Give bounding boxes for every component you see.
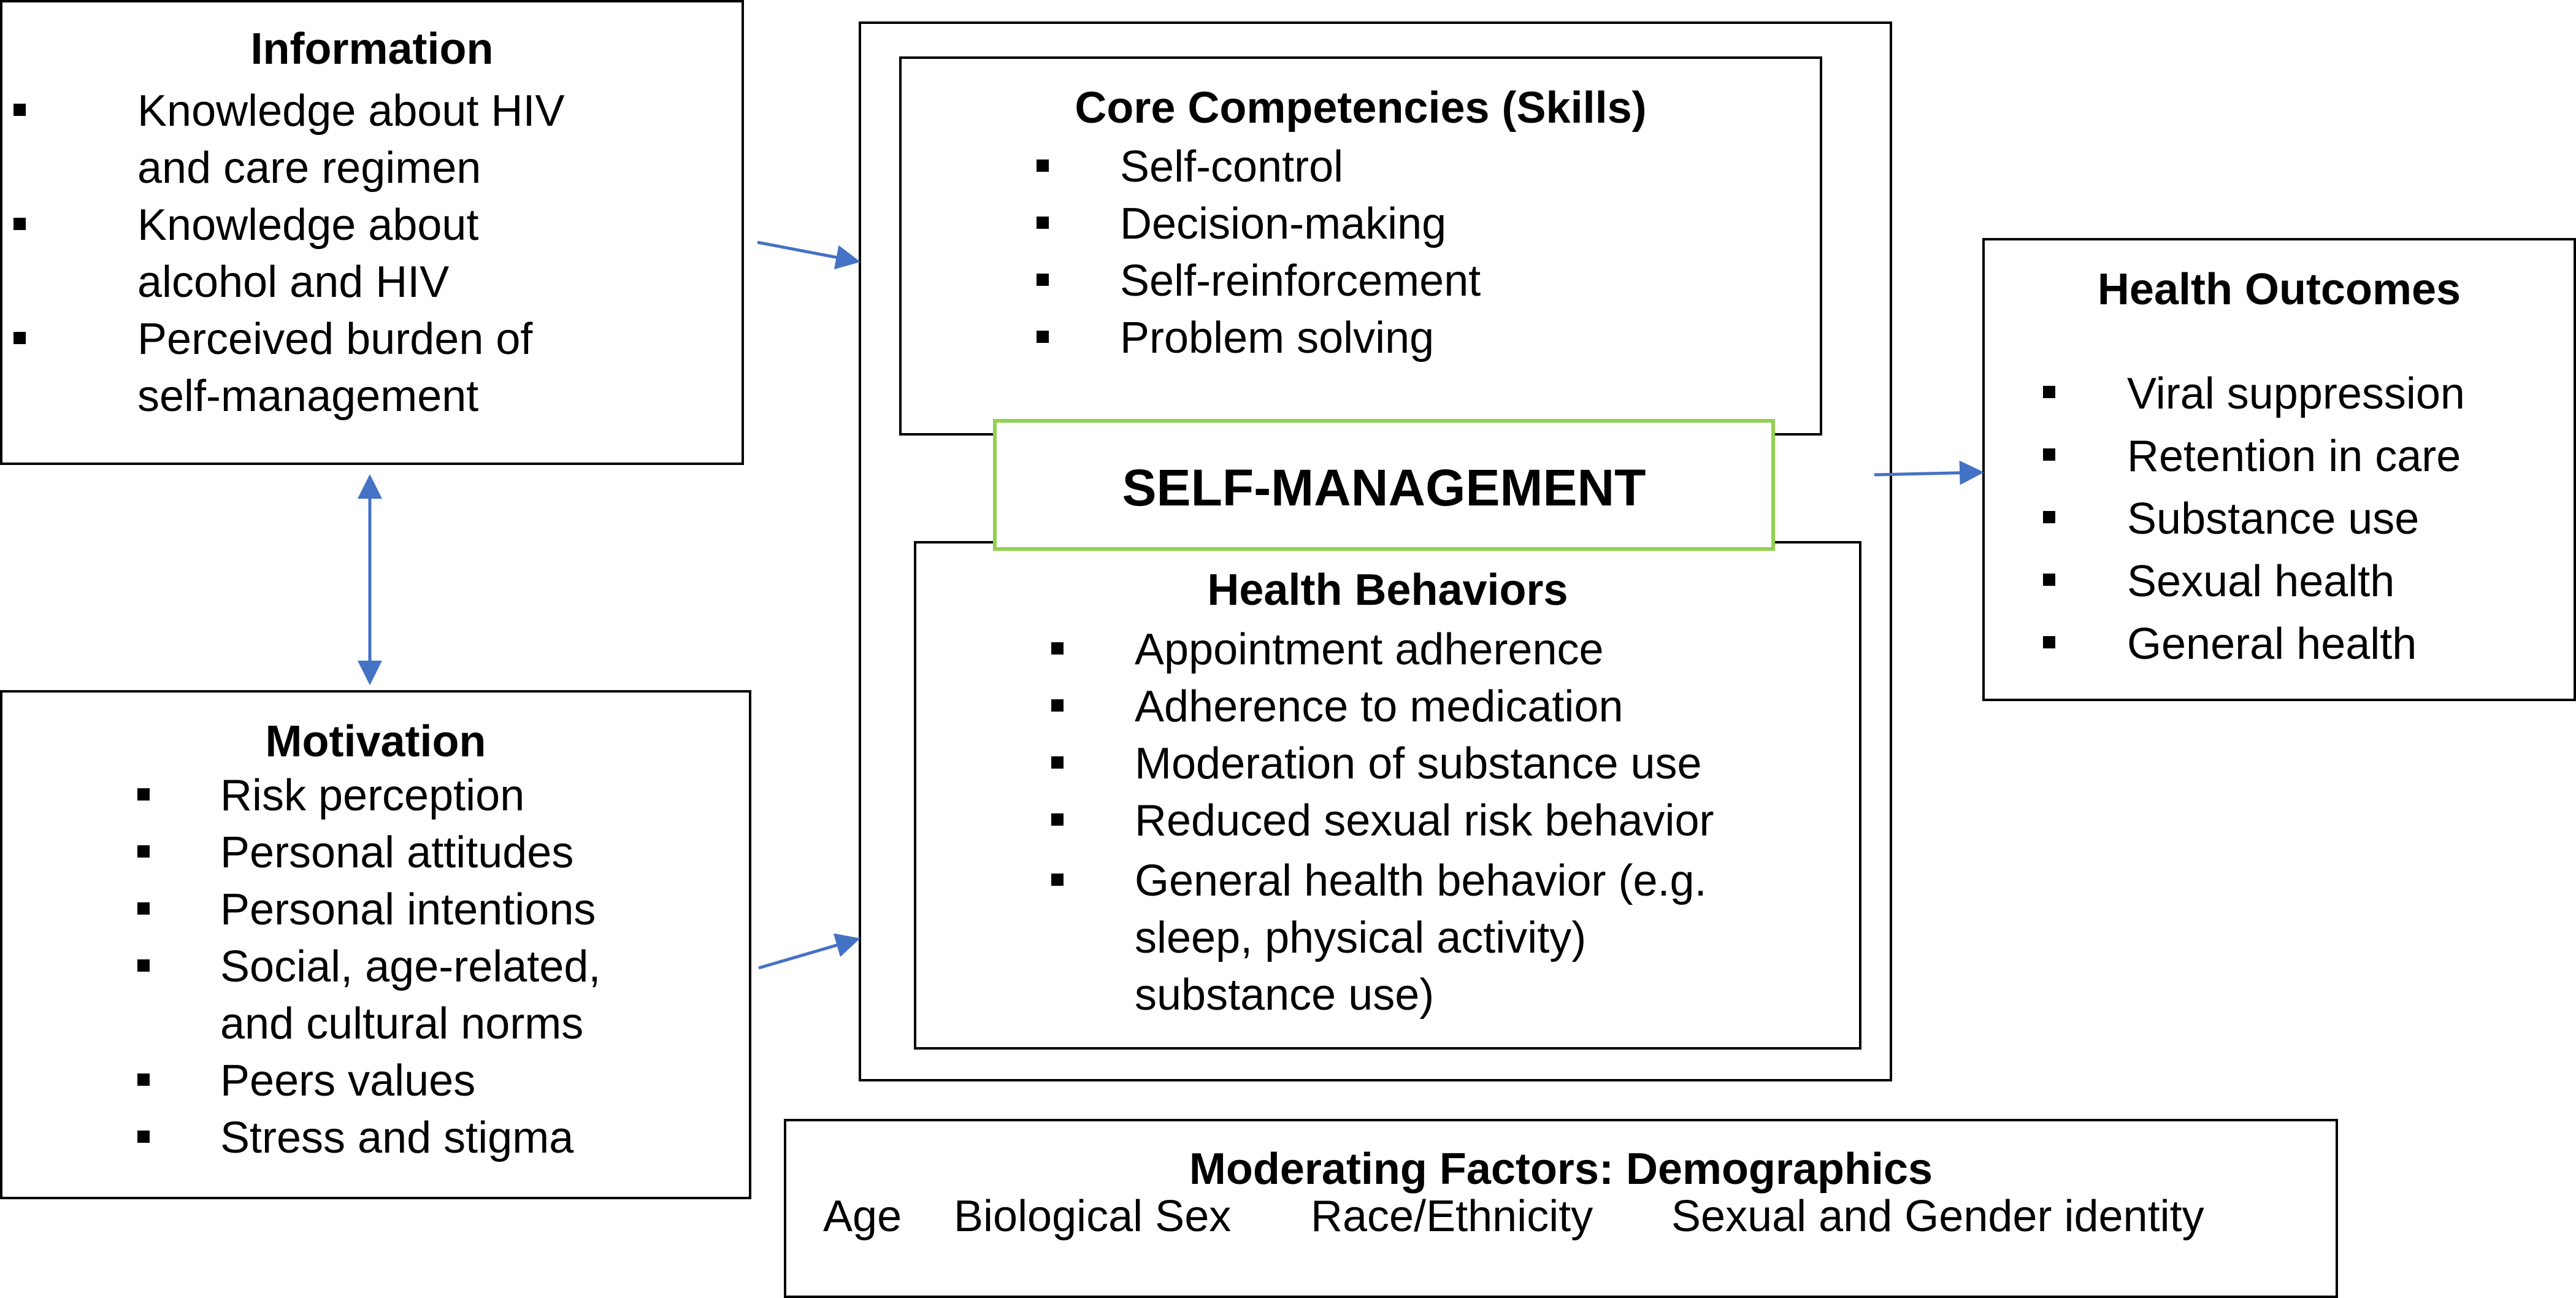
list-item-text: Self-reinforcement xyxy=(1120,256,1481,305)
bullet-icon xyxy=(137,959,150,972)
list-item-text: Problem solving xyxy=(1120,313,1435,363)
list-item-text: Perceived burden of xyxy=(137,315,533,364)
list-item: Perceived burden of self-management xyxy=(13,311,533,425)
self-management-label: SELF-MANAGEMENT xyxy=(1122,459,1646,517)
list-item-text: Social, age-related, xyxy=(220,942,601,991)
bullet-icon xyxy=(137,788,150,801)
list-item-text: Peers values xyxy=(220,1056,476,1105)
list-item: Self-reinforcement xyxy=(1037,253,1481,310)
list-item: General health behavior (e.g. sleep, phy… xyxy=(1051,853,1707,1024)
demographic-item: Sexual and Gender identity xyxy=(1671,1192,2204,1241)
bullet-icon xyxy=(2043,636,2055,648)
list-item: Risk perception xyxy=(137,767,525,824)
health-outcomes-box: Health Outcomes Viral suppression Retent… xyxy=(1982,238,2576,701)
list-item-text: Sexual health xyxy=(2127,557,2395,606)
self-management-box: SELF-MANAGEMENT xyxy=(993,419,1775,551)
bullet-icon xyxy=(1051,813,1064,826)
list-item-text: Knowledge about HIV xyxy=(137,86,565,136)
bullet-icon xyxy=(1037,331,1049,343)
list-item-text: and care regimen xyxy=(137,144,481,193)
list-item-text: Personal attitudes xyxy=(220,828,574,877)
motivation-box: Motivation Risk perception Personal atti… xyxy=(0,690,751,1199)
list-item: Sexual health xyxy=(2043,550,2395,613)
list-item-text: Adherence to medication xyxy=(1135,682,1623,731)
bullet-icon xyxy=(13,104,26,116)
list-item: Substance use xyxy=(2043,488,2420,550)
list-item-text: Substance use xyxy=(2127,494,2420,543)
list-item-text: Personal intentions xyxy=(220,885,596,934)
motivation-to-self-management-arrow xyxy=(758,933,861,970)
health-behaviors-title: Health Behaviors xyxy=(1207,566,1568,615)
list-item: Adherence to medication xyxy=(1051,678,1623,735)
moderating-factors-box: Moderating Factors: Demographics Age Bio… xyxy=(784,1119,2338,1298)
moderating-factors-title: Moderating Factors: Demographics xyxy=(1189,1145,1933,1194)
bullet-icon xyxy=(137,902,150,915)
list-item-text: Appointment adherence xyxy=(1135,625,1604,674)
list-item: Stress and stigma xyxy=(137,1110,574,1167)
health-behaviors-box: Health Behaviors Appointment adherence A… xyxy=(914,541,1861,1050)
list-item: Self-control xyxy=(1037,139,1344,196)
list-item-text: Retention in care xyxy=(2127,432,2461,481)
bullet-icon xyxy=(2043,448,2055,461)
bullet-icon xyxy=(137,1131,150,1143)
core-competencies-title: Core Competencies (Skills) xyxy=(1075,83,1647,132)
list-item-text: and cultural norms xyxy=(220,999,584,1048)
list-item-text: substance use) xyxy=(1135,970,1435,1020)
list-item: Appointment adherence xyxy=(1051,621,1604,678)
bullet-icon xyxy=(1051,699,1064,712)
bullet-icon xyxy=(1037,159,1049,172)
bullet-icon xyxy=(1051,756,1064,769)
demographic-item: Race/Ethnicity xyxy=(1311,1192,1593,1241)
bullet-icon xyxy=(137,1073,150,1086)
list-item-text: Moderation of substance use xyxy=(1135,739,1702,788)
list-item-text: Viral suppression xyxy=(2127,369,2465,418)
bullet-icon xyxy=(2043,386,2055,398)
bullet-icon xyxy=(2043,511,2055,523)
list-item: Peers values xyxy=(137,1053,476,1110)
list-item-text: Decision-making xyxy=(1120,199,1447,248)
list-item-text: alcohol and HIV xyxy=(137,258,450,307)
list-item-text: General health behavior (e.g. xyxy=(1135,856,1707,905)
demographic-item: Biological Sex xyxy=(954,1192,1232,1241)
list-item: Personal intentions xyxy=(137,881,596,939)
list-item: Social, age-related, and cultural norms xyxy=(137,939,601,1053)
list-item: Problem solving xyxy=(1037,310,1435,367)
bullet-icon xyxy=(1051,642,1064,655)
list-item: Knowledge about HIV and care regimen xyxy=(13,83,565,197)
health-outcomes-title: Health Outcomes xyxy=(2097,265,2461,314)
list-item-text: Reduced sexual risk behavior xyxy=(1135,796,1714,845)
bullet-icon xyxy=(13,218,26,230)
bullet-icon xyxy=(1051,874,1064,886)
bullet-icon xyxy=(1037,274,1049,286)
information-to-self-management-arrow xyxy=(757,240,861,270)
list-item-text: General health xyxy=(2127,620,2417,669)
list-item-text: Self-control xyxy=(1120,142,1344,191)
bullet-icon xyxy=(1037,217,1049,229)
list-item: Viral suppression xyxy=(2043,363,2465,425)
list-item: Personal attitudes xyxy=(137,824,574,881)
list-item: Reduced sexual risk behavior xyxy=(1051,793,1714,850)
core-competencies-box: Core Competencies (Skills) Self-control … xyxy=(899,56,1822,436)
demographic-item: Age xyxy=(823,1192,902,1241)
list-item: Knowledge about alcohol and HIV xyxy=(13,197,479,311)
list-item-text: sleep, physical activity) xyxy=(1135,913,1587,962)
list-item: Moderation of substance use xyxy=(1051,735,1702,793)
bullet-icon xyxy=(2043,574,2055,586)
list-item-text: Knowledge about xyxy=(137,201,479,250)
bullet-icon xyxy=(13,332,26,344)
bullet-icon xyxy=(137,845,150,858)
list-item: Retention in care xyxy=(2043,425,2461,488)
list-item: Decision-making xyxy=(1037,196,1447,253)
list-item-text: self-management xyxy=(137,372,479,421)
list-item: General health xyxy=(2043,613,2417,675)
information-title: Information xyxy=(250,25,494,74)
list-item-text: Risk perception xyxy=(220,771,525,820)
list-item-text: Stress and stigma xyxy=(220,1113,574,1162)
information-box: Information Knowledge about HIV and care… xyxy=(0,0,744,465)
motivation-title: Motivation xyxy=(265,717,486,766)
